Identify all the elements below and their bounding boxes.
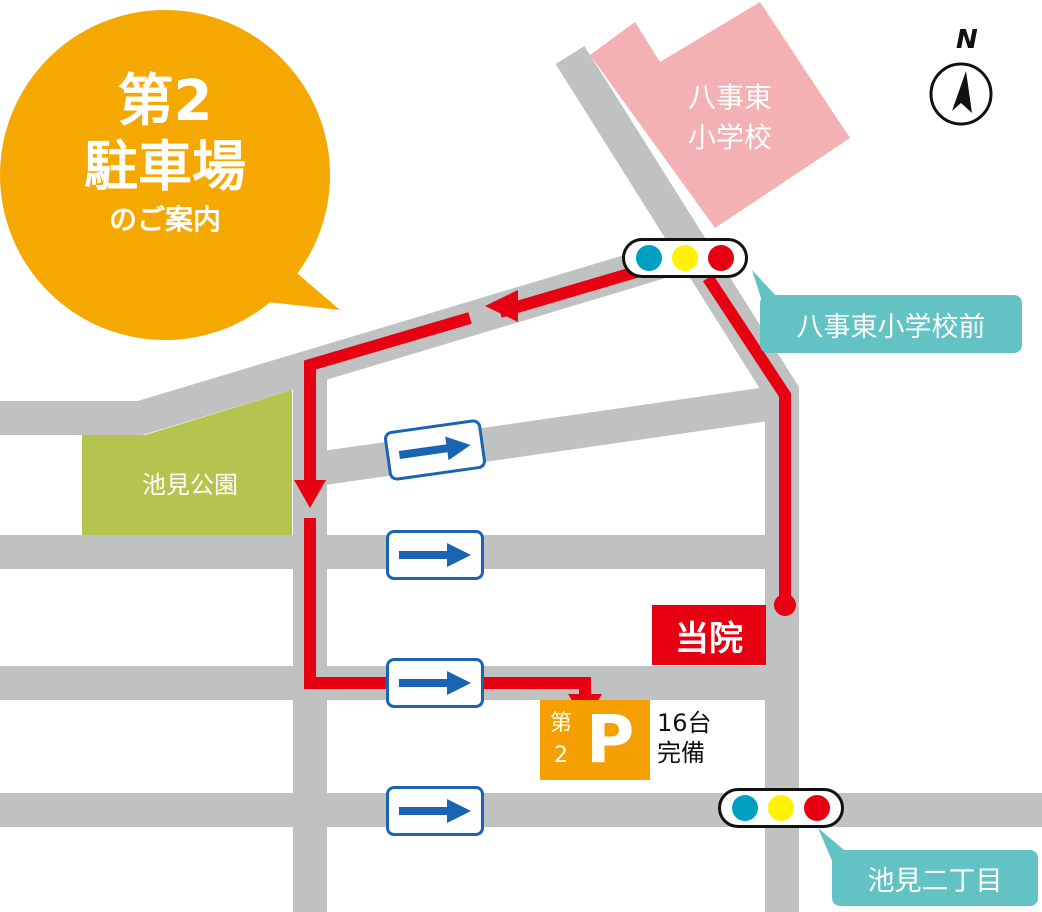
green-light-icon: [732, 795, 758, 821]
parking-symbol: P: [586, 701, 635, 778]
parking-capacity: 16台 完備: [657, 708, 712, 768]
route-from-clinic: [702, 274, 791, 605]
traffic-light: [718, 788, 844, 828]
road-middle: [307, 385, 785, 487]
intersection-label: 八事東小学校前: [760, 295, 1022, 353]
traffic-light: [622, 238, 748, 278]
park-area: [82, 390, 292, 535]
compass-north-label: N: [956, 25, 978, 55]
school-label: 八事東 小学校: [665, 78, 795, 158]
parking-sign: 第 2 P: [540, 700, 650, 780]
red-light-icon: [708, 245, 734, 271]
arrow-right-icon: [399, 671, 471, 695]
one-way-sign: [386, 786, 484, 836]
parking-capacity-note: 完備: [657, 739, 705, 767]
compass: N: [928, 25, 994, 127]
one-way-sign: [382, 418, 488, 482]
arrow-right-icon: [399, 799, 471, 823]
red-light-icon: [804, 795, 830, 821]
route-arrow-south: [294, 480, 326, 508]
title: 第2 駐車場 のご案内: [40, 70, 290, 240]
title-line1: 第2: [117, 69, 213, 134]
one-way-sign: [386, 658, 484, 708]
title-bubble: [0, 10, 330, 340]
school-label-line2: 小学校: [687, 121, 772, 154]
clinic-label: 当院: [652, 605, 766, 665]
arrow-right-icon: [399, 543, 471, 567]
yellow-light-icon: [768, 795, 794, 821]
clinic-dot: [774, 594, 796, 616]
intersection-label: 池見二丁目: [832, 850, 1038, 906]
arrow-right-icon: [398, 436, 471, 461]
parking-number: 2: [554, 743, 568, 768]
route-arrow-west: [485, 290, 518, 322]
route-segment: [304, 312, 472, 485]
park-label: 池見公園: [142, 471, 238, 499]
parking-capacity-count: 16台: [657, 709, 712, 737]
title-line3: のご案内: [108, 203, 221, 236]
one-way-sign: [386, 530, 484, 580]
yellow-light-icon: [672, 245, 698, 271]
school-grounds: [590, 2, 850, 228]
school-label-line1: 八事東: [687, 81, 772, 114]
parking-number-label: 第: [549, 711, 572, 736]
title-line2: 駐車場: [84, 135, 246, 198]
green-light-icon: [636, 245, 662, 271]
compass-arrow-icon: [929, 62, 993, 126]
